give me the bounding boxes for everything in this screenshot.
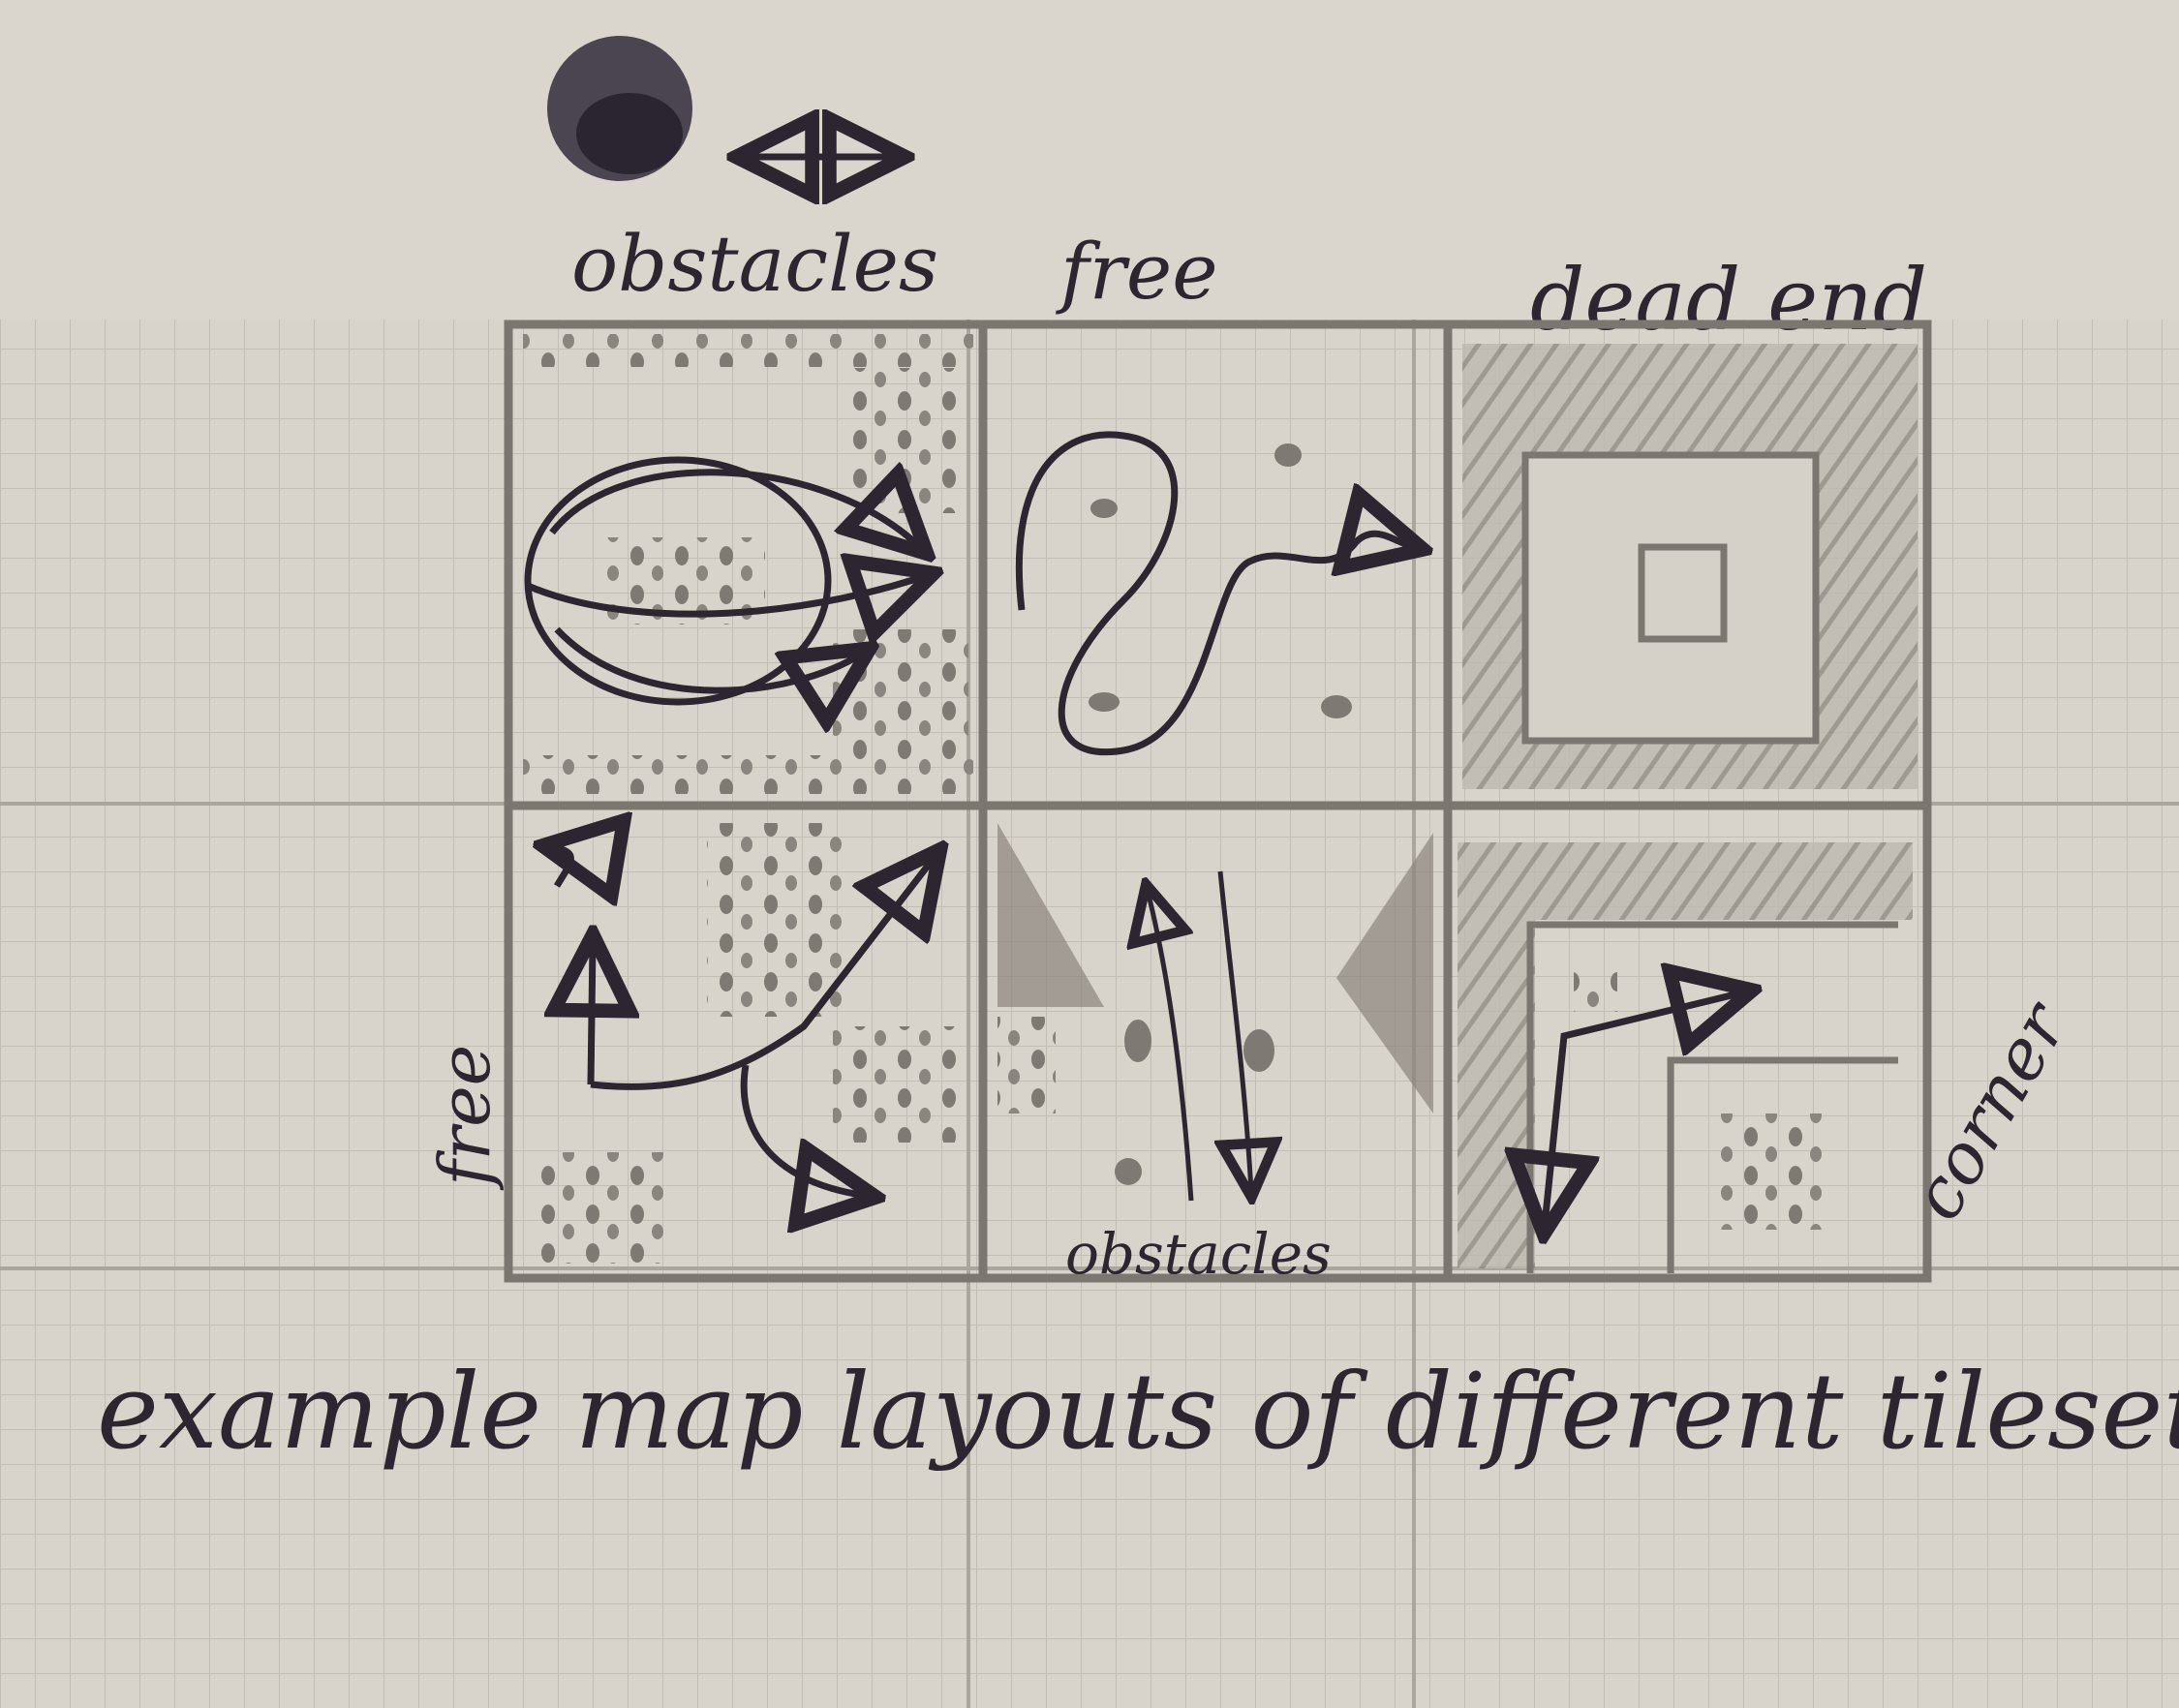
label-dead-end: dead end [1530,250,1927,350]
label-free-top: free [1056,227,1218,317]
top-blank-margin [0,0,2179,320]
tile-obstacles-lanes [997,823,1433,1201]
tileset-frame [504,320,1932,1283]
hole-punch-icon [547,36,692,181]
tile-free-arrows [533,823,959,1264]
label-obstacles-bottom: obstacles [1065,1221,1332,1287]
tile-dead-end [1462,344,1918,789]
tile-obstacles-loop [523,334,973,794]
label-free-side: free [424,1045,506,1191]
label-obstacles-top: obstacles [571,219,938,309]
tile-free-squiggle [1015,431,1414,756]
caption: example map layouts of different tileset… [97,1352,2179,1473]
tile-corner [1458,842,1913,1273]
